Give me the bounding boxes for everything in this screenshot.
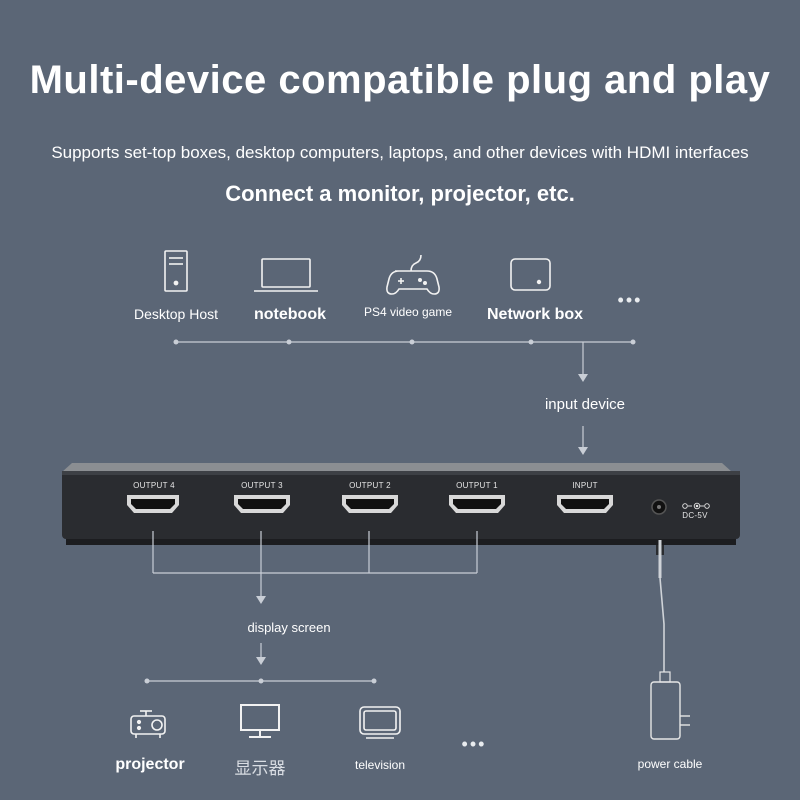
network-box-icon	[510, 258, 551, 291]
dc-voltage-label: DC-5V	[682, 511, 708, 520]
hdmi-port-output-2	[342, 495, 398, 513]
dc-polarity-icon	[682, 502, 710, 510]
page-subtitle-secondary: Connect a monitor, projector, etc.	[225, 181, 575, 206]
display-label-projector: projector	[115, 756, 185, 773]
source-connector-lines	[173, 339, 636, 455]
monitor-icon	[240, 704, 280, 738]
hdmi-port-output-3	[234, 495, 290, 513]
dc-power-jack	[651, 499, 667, 515]
page-subtitle: Supports set-top boxes, desktop computer…	[51, 143, 749, 162]
port-label-input: INPUT	[572, 481, 598, 490]
display-label-monitor: 显示器	[234, 759, 286, 778]
power-cable-label: power cable	[637, 757, 703, 771]
output-connector-lines	[144, 531, 478, 684]
hdmi-port-input	[557, 495, 613, 513]
page-title: Multi-device compatible plug and play	[29, 58, 771, 102]
hdmi-port-output-1	[449, 495, 505, 513]
input-device-label: input device	[544, 396, 626, 413]
source-label-ps4: PS4 video game	[363, 305, 453, 319]
display-label-television: television	[354, 758, 406, 772]
port-label-output-1: OUTPUT 1	[456, 481, 498, 490]
port-label-output-4: OUTPUT 4	[133, 481, 175, 490]
television-icon	[359, 706, 401, 739]
source-label-network-box: Network box	[486, 306, 584, 323]
more-displays-dots: •••	[461, 734, 487, 754]
hdmi-port-output-4	[127, 495, 179, 513]
projector-icon	[130, 710, 166, 738]
desktop-tower-icon	[164, 250, 188, 292]
port-label-output-2: OUTPUT 2	[349, 481, 391, 490]
gamepad-icon	[386, 254, 440, 295]
display-screen-label: display screen	[247, 620, 331, 635]
hdmi-splitter-device	[62, 463, 740, 545]
port-label-output-3: OUTPUT 3	[241, 481, 283, 490]
more-sources-dots: •••	[617, 290, 643, 310]
power-cable	[650, 540, 690, 740]
source-label-notebook: notebook	[254, 306, 326, 323]
source-label-desktop-host: Desktop Host	[133, 306, 219, 322]
laptop-icon	[254, 258, 318, 292]
